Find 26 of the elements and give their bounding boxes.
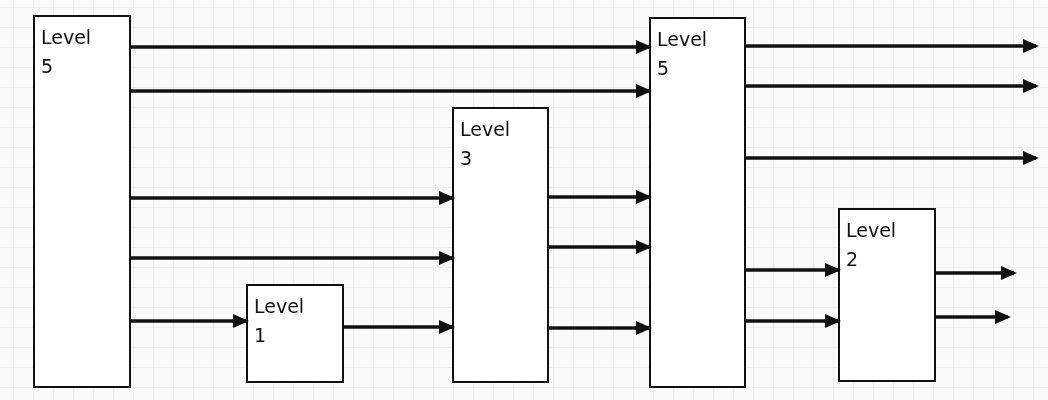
arrow: [549, 190, 652, 204]
arrow: [746, 263, 841, 277]
arrow: [746, 314, 841, 328]
arrow: [131, 84, 652, 98]
arrow: [549, 240, 652, 254]
arrow: [746, 151, 1039, 165]
level-box: [33, 15, 131, 388]
level-box: [246, 284, 344, 383]
level-box: [649, 17, 746, 388]
arrow: [131, 314, 249, 328]
arrow: [746, 79, 1039, 93]
node-label: Level 2: [846, 218, 897, 272]
arrow: [131, 251, 455, 265]
arrow: [549, 321, 652, 335]
arrow: [131, 40, 652, 54]
arrow: [936, 266, 1017, 280]
arrow: [746, 39, 1039, 53]
level-box: [838, 208, 936, 382]
arrow: [131, 191, 455, 205]
arrow: [344, 320, 455, 334]
level-box: [452, 107, 549, 383]
node-label: Level 5: [41, 25, 92, 79]
arrow: [936, 310, 1011, 324]
node-label: Level 1: [254, 294, 305, 348]
node-label: Level 5: [657, 27, 708, 81]
node-label: Level 3: [460, 117, 511, 171]
